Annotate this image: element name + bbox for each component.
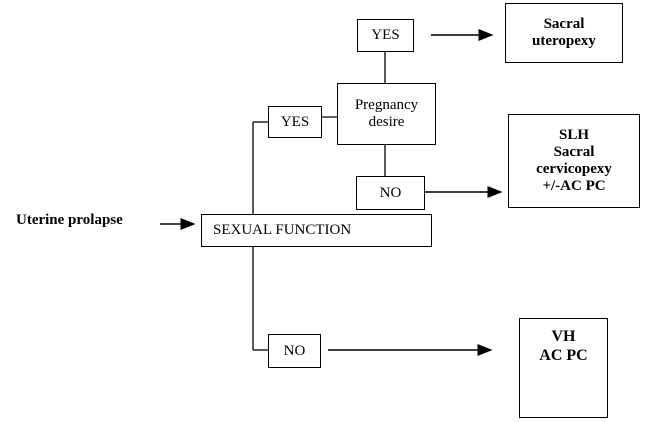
- outcome-vh: VH AC PC: [519, 318, 608, 418]
- yes-top-text: YES: [371, 27, 400, 43]
- uteropexy-line-1: Sacral: [543, 16, 585, 32]
- no-mid-text: NO: [379, 184, 402, 201]
- uteropexy-line-2: uteropexy: [532, 33, 596, 49]
- vh-line-1: VH: [551, 328, 576, 345]
- no-bottom-node: NO: [268, 334, 321, 368]
- slh-line-4: +/-AC PC: [542, 178, 606, 194]
- vh-line-2: AC PC: [539, 347, 588, 364]
- outcome-slh: SLH Sacral cervicopexy +/-AC PC: [508, 114, 640, 208]
- sexual-function-text: SEXUAL FUNCTION: [213, 222, 352, 238]
- no-mid-node: NO: [356, 176, 425, 210]
- slh-line-2: Sacral: [553, 144, 595, 160]
- slh-line-3: cervicopexy: [536, 161, 612, 177]
- yes-mid-node: YES: [268, 106, 322, 138]
- sexual-function-node: SEXUAL FUNCTION: [201, 214, 432, 247]
- pregnancy-desire-node: Pregnancy desire: [337, 83, 436, 145]
- pregnancy-desire-line-1: Pregnancy: [354, 97, 419, 113]
- slh-line-1: SLH: [558, 127, 589, 143]
- yes-mid-text: YES: [280, 113, 310, 130]
- outcome-sacral-uteropexy: Sacral uteropexy: [505, 3, 623, 63]
- yes-top-node: YES: [357, 19, 414, 52]
- pregnancy-desire-line-2: desire: [368, 114, 405, 130]
- start-label: Uterine prolapse: [16, 212, 123, 228]
- no-bottom-text: NO: [283, 342, 306, 359]
